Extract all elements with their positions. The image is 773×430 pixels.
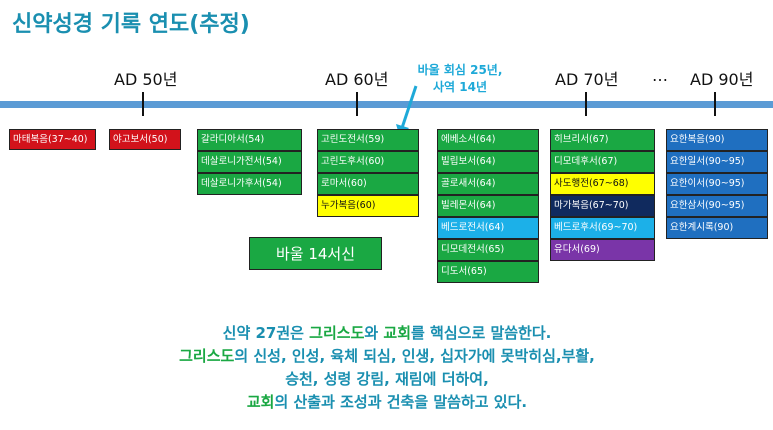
- book-ephesians: 에베소서(64): [437, 129, 539, 151]
- era-label-ad70: AD 70년: [555, 70, 619, 89]
- summary-text-segment: 의 산출과 조성과 건축을 말씀하고 있다.: [274, 393, 528, 411]
- paul-epistles-label: 바울 14서신: [249, 237, 382, 270]
- book-philippians: 빌립보서(64): [437, 151, 539, 173]
- summary-line-4: 교회의 산출과 조성과 건축을 말씀하고 있다.: [80, 391, 694, 414]
- timeline-tick-ad50: [142, 92, 144, 116]
- book-romans: 로마서(60): [317, 173, 419, 195]
- book-james: 야고보서(50): [109, 129, 181, 150]
- note-line-1: 바울 회심 25년,: [417, 63, 503, 77]
- book-1john: 요한일서(90~95): [666, 151, 768, 173]
- summary-line-1: 신약 27권은 그리스도와 교회를 핵심으로 말씀한다.: [80, 322, 694, 345]
- book-revelation: 요한계시록(90): [666, 217, 768, 239]
- paul-conversion-note: 바울 회심 25년, 사역 14년: [404, 62, 516, 96]
- book-luke: 누가복음(60): [317, 195, 419, 217]
- book-2peter: 베드로후서(69~70): [550, 217, 655, 239]
- book-1corinthians: 고린도전서(59): [317, 129, 419, 151]
- summary-text-segment: 의 신성, 인성, 육체 되심, 인생, 십자가에 못박히심,부활,: [234, 347, 595, 365]
- summary-text-segment: 와: [364, 324, 384, 342]
- summary-line-3: 승천, 성령 강림, 재림에 더하여,: [285, 370, 489, 388]
- book-galatians: 갈라디아서(54): [197, 129, 302, 151]
- timeline-tick-ad70: [585, 92, 587, 116]
- summary-text-segment: 를 핵심으로 말씀한다.: [411, 324, 552, 342]
- book-john: 요한복음(90): [666, 129, 768, 151]
- page-title: 신약성경 기록 연도(추정): [12, 12, 250, 37]
- summary-text-segment: 신약 27권은: [222, 324, 310, 342]
- book-2timothy: 디모데후서(67): [550, 151, 655, 173]
- era-label-ad50: AD 50년: [114, 70, 178, 89]
- era-ellipsis: …: [652, 66, 668, 85]
- book-1peter: 베드로전서(64): [437, 217, 539, 239]
- book-philemon: 빌레몬서(64): [437, 195, 539, 217]
- era-label-ad90: AD 90년: [690, 70, 754, 89]
- summary-highlight-church: 교회: [246, 393, 275, 411]
- book-titus: 디도서(65): [437, 261, 539, 283]
- book-acts: 사도행전(67~68): [550, 173, 655, 195]
- summary-highlight-christ: 그리스도: [309, 324, 365, 342]
- timeline-tick-ad60: [356, 92, 358, 116]
- note-line-2: 사역 14년: [433, 80, 487, 94]
- summary-text: 신약 27권은 그리스도와 교회를 핵심으로 말씀한다. 그리스도의 신성, 인…: [80, 322, 694, 414]
- summary-highlight-church: 교회: [383, 324, 412, 342]
- book-jude: 유다서(69): [550, 239, 655, 261]
- book-2thessalonians: 데살로니가후서(54): [197, 173, 302, 195]
- book-3john: 요한삼서(90~95): [666, 195, 768, 217]
- era-label-ad60: AD 60년: [325, 70, 389, 89]
- timeline-bar: [0, 101, 773, 108]
- book-hebrews: 히브리서(67): [550, 129, 655, 151]
- timeline-tick-ad90: [714, 92, 716, 116]
- book-matthew: 마태복음(37~40): [9, 129, 96, 150]
- book-mark: 마가복음(67~70): [550, 195, 655, 217]
- summary-line-2: 그리스도의 신성, 인성, 육체 되심, 인생, 십자가에 못박히심,부활,: [80, 345, 694, 368]
- book-2john: 요한이서(90~95): [666, 173, 768, 195]
- book-1timothy: 디모데전서(65): [437, 239, 539, 261]
- summary-highlight-christ: 그리스도: [179, 347, 235, 365]
- book-2corinthians: 고린도후서(60): [317, 151, 419, 173]
- book-1thessalonians: 데살로니가전서(54): [197, 151, 302, 173]
- book-colossians: 골로새서(64): [437, 173, 539, 195]
